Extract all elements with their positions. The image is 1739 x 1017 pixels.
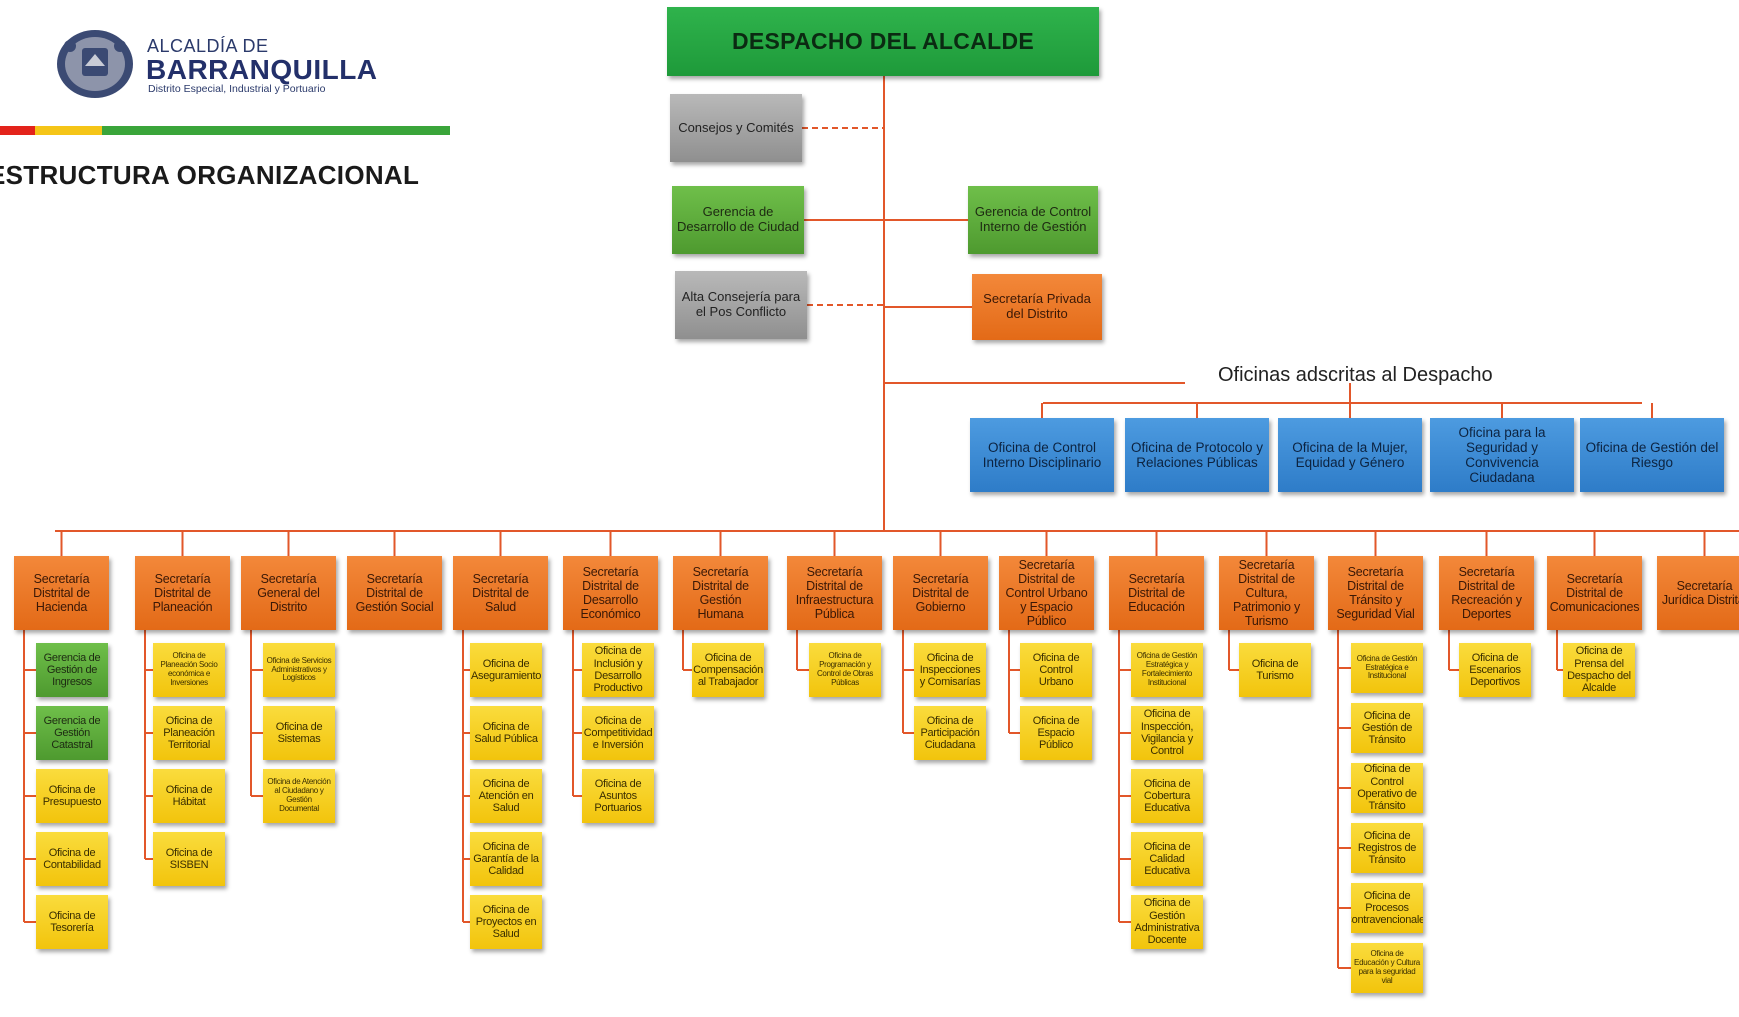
oficina-sec-10-2: Oficina de Cobertura Educativa	[1131, 769, 1203, 823]
oficina-sec-2-1: Oficina de Sistemas	[263, 706, 335, 760]
page-title: ESTRUCTURA ORGANIZACIONAL	[0, 160, 420, 190]
secretaria-13: Secretaría Distrital de Recreación y Dep…	[1439, 556, 1534, 630]
oficina-adscrita-1: Oficina de Protocolo y Relaciones Públic…	[1125, 418, 1269, 492]
oficina-sec-9-0: Oficina de Control Urbano	[1020, 643, 1092, 697]
despacho-left-box-2: Alta Consejería para el Pos Conflicto	[675, 271, 807, 339]
oficina-sec-5-0: Oficina de Inclusión y Desarrollo Produc…	[582, 643, 654, 697]
secretaria-10: Secretaría Distrital de Educación	[1109, 556, 1204, 630]
oficina-sec-1-2: Oficina de Hábitat	[153, 769, 225, 823]
oficina-sec-4-2: Oficina de Atención en Salud	[470, 769, 542, 823]
secretaria-3: Secretaría Distrital de Gestión Social	[347, 556, 442, 630]
oficina-sec-6-0: Oficina de Compensación al Trabajador	[692, 643, 764, 697]
oficina-sec-12-3: Oficina de Registros de Tránsito	[1351, 823, 1423, 873]
oficina-adscrita-3: Oficina para la Seguridad y Convivencia …	[1430, 418, 1574, 492]
secretaria-6: Secretaría Distrital de Gestión Humana	[673, 556, 768, 630]
secretaria-5: Secretaría Distrital de Desarrollo Econó…	[563, 556, 658, 630]
despacho-right-box-1: Secretaría Privada del Distrito	[972, 274, 1102, 340]
secretaria-8: Secretaría Distrital de Gobierno	[893, 556, 988, 630]
oficina-sec-13-0: Oficina de Escenarios Deportivos	[1459, 643, 1531, 697]
oficina-sec-4-4: Oficina de Proyectos en Salud	[470, 895, 542, 949]
oficina-sec-0-3: Oficina de Contabilidad	[36, 832, 108, 886]
oficina-sec-7-0: Oficina de Programación y Control de Obr…	[809, 643, 881, 697]
stripe-yellow	[35, 126, 102, 135]
oficina-sec-4-3: Oficina de Garantía de la Calidad	[470, 832, 542, 886]
oficina-sec-12-4: Oficina de Procesos Contravencionales	[1351, 883, 1423, 933]
logo-line2: BARRANQUILLA	[146, 54, 378, 85]
city-seal-icon	[57, 30, 133, 98]
oficina-sec-8-0: Oficina de Inspecciones y Comisarías	[914, 643, 986, 697]
oficina-adscrita-4: Oficina de Gestión del Riesgo	[1580, 418, 1724, 492]
oficina-sec-10-0: Oficina de Gestión Estratégica y Fortale…	[1131, 643, 1203, 697]
secretaria-1: Secretaría Distrital de Planeación	[135, 556, 230, 630]
oficina-sec-2-0: Oficina de Servicios Administrativos y L…	[263, 643, 335, 697]
brand-stripe	[0, 126, 450, 135]
oficina-sec-1-0: Oficina de Planeación Socio económica e …	[153, 643, 225, 697]
oficina-sec-9-1: Oficina de Espacio Público	[1020, 706, 1092, 760]
oficina-sec-10-3: Oficina de Calidad Educativa	[1131, 832, 1203, 886]
despacho-del-alcalde: DESPACHO DEL ALCALDE	[667, 7, 1099, 76]
oficina-sec-5-2: Oficina de Asuntos Portuarios	[582, 769, 654, 823]
oficina-sec-0-1: Gerencia de Gestión Catastral	[36, 706, 108, 760]
oficina-sec-0-0: Gerencia de Gestión de Ingresos	[36, 643, 108, 697]
oficina-sec-12-2: Oficina de Control Operativo de Tránsito	[1351, 763, 1423, 813]
oficina-sec-0-2: Oficina de Presupuesto	[36, 769, 108, 823]
despacho-left-box-1: Gerencia de Desarrollo de Ciudad	[672, 186, 804, 254]
oficina-adscrita-2: Oficina de la Mujer, Equidad y Género	[1278, 418, 1422, 492]
oficina-sec-12-1: Oficina de Gestión de Tránsito	[1351, 703, 1423, 753]
oficinas-adscritas-title: Oficinas adscritas al Despacho	[1218, 364, 1493, 386]
oficina-adscrita-0: Oficina de Control Interno Disciplinario	[970, 418, 1114, 492]
oficina-sec-10-1: Oficina de Inspección, Vigilancia y Cont…	[1131, 706, 1203, 760]
oficina-sec-5-1: Oficina de Competitividad e Inversión	[582, 706, 654, 760]
oficina-sec-8-1: Oficina de Participación Ciudadana	[914, 706, 986, 760]
secretaria-14: Secretaría Distrital de Comunicaciones	[1547, 556, 1642, 630]
secretaria-0: Secretaría Distrital de Hacienda	[14, 556, 109, 630]
logo-line1: ALCALDÍA DE	[147, 36, 269, 56]
oficina-sec-12-5: Oficina de Educación y Cultura para la s…	[1351, 943, 1423, 993]
oficina-sec-10-4: Oficina de Gestión Administrativa Docent…	[1131, 895, 1203, 949]
oficina-sec-1-3: Oficina de SISBEN	[153, 832, 225, 886]
secretaria-7: Secretaría Distrital de Infraestructura …	[787, 556, 882, 630]
oficina-sec-2-2: Oficina de Atención al Ciudadano y Gesti…	[263, 769, 335, 823]
oficina-sec-1-1: Oficina de Planeación Territorial	[153, 706, 225, 760]
stripe-red	[0, 126, 35, 135]
oficina-sec-4-0: Oficina de Aseguramiento	[470, 643, 542, 697]
oficina-sec-4-1: Oficina de Salud Pública	[470, 706, 542, 760]
oficina-sec-12-0: Oficina de Gestión Estratégica e Institu…	[1351, 643, 1423, 693]
secretaria-12: Secretaría Distrital de Tránsito y Segur…	[1328, 556, 1423, 630]
oficina-sec-0-4: Oficina de Tesorería	[36, 895, 108, 949]
despacho-left-box-0: Consejos y Comités	[670, 94, 802, 162]
secretaria-15: Secretaría Jurídica Distrital	[1657, 556, 1739, 630]
secretaria-4: Secretaría Distrital de Salud	[453, 556, 548, 630]
barranquilla-logo: ALCALDÍA DE BARRANQUILLA Distrito Especi…	[52, 26, 462, 106]
secretaria-9: Secretaría Distrital de Control Urbano y…	[999, 556, 1094, 630]
secretaria-2: Secretaría General del Distrito	[241, 556, 336, 630]
stripe-green	[102, 126, 450, 135]
oficina-sec-11-0: Oficina de Turismo	[1239, 643, 1311, 697]
logo-line3: Distrito Especial, Industrial y Portuari…	[148, 83, 326, 95]
despacho-right-box-0: Gerencia de Control Interno de Gestión	[968, 186, 1098, 254]
secretaria-11: Secretaría Distrital de Cultura, Patrimo…	[1219, 556, 1314, 630]
oficina-sec-14-0: Oficina de Prensa del Despacho del Alcal…	[1563, 643, 1635, 697]
